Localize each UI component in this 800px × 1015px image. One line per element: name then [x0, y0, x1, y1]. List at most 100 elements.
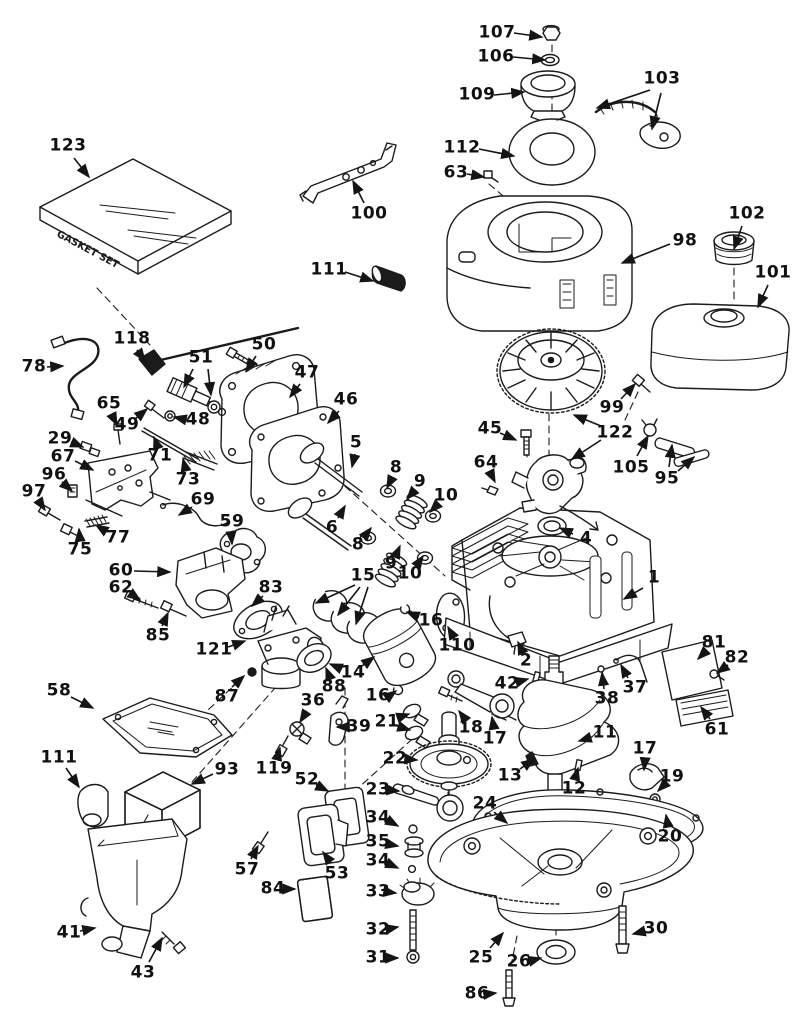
- leader-line-75: [74, 527, 86, 543]
- part-callout-34: 34: [365, 807, 391, 828]
- breather-body-53: [297, 803, 349, 867]
- part-callout-46: 46: [333, 389, 359, 410]
- part-callout-81: 81: [701, 632, 727, 653]
- part-callout-11: 11: [592, 722, 618, 743]
- part-callout-118: 118: [113, 328, 151, 349]
- leader-line-16: [405, 611, 421, 623]
- leader-line-4: [558, 527, 574, 539]
- part-callout-121: 121: [195, 639, 233, 660]
- leader-line-51: [203, 368, 216, 397]
- part-callout-18: 18: [458, 717, 484, 738]
- leader-line-50: [245, 355, 258, 373]
- leader-line-93: [190, 773, 214, 785]
- leader-line-37: [620, 663, 632, 679]
- leader-line-38: [598, 671, 610, 690]
- leader-line-111: [65, 767, 80, 789]
- leader-line-15: [337, 586, 361, 617]
- part-callout-4: 4: [579, 528, 593, 549]
- leader-line-63: [466, 169, 486, 181]
- part-callout-24: 24: [472, 793, 498, 814]
- part-callout-111: 111: [310, 259, 348, 280]
- leader-line-98: [620, 243, 671, 264]
- leader-line-36: [299, 708, 312, 724]
- carburetor: [257, 605, 326, 690]
- part-callout-67: 67: [50, 446, 76, 467]
- part-callout-73: 73: [175, 469, 201, 490]
- reed-gasket-84: [296, 875, 334, 923]
- governor-link-37: [613, 654, 648, 683]
- part-callout-30: 30: [643, 918, 669, 939]
- starter-nut: [542, 24, 561, 41]
- part-callout-123: 123: [49, 135, 87, 156]
- part-callout-82: 82: [724, 647, 750, 668]
- part-callout-19: 19: [659, 766, 685, 787]
- leader-line-10: [411, 554, 424, 570]
- screw-65: [113, 423, 123, 445]
- part-callout-75: 75: [67, 539, 93, 560]
- leader-line-15: [354, 586, 369, 626]
- leader-line-57: [247, 844, 259, 860]
- leader-line-6: [333, 504, 346, 520]
- part-callout-103: 103: [643, 68, 681, 89]
- leader-line-17: [639, 756, 651, 772]
- pan-bolt-86: [502, 969, 516, 1007]
- intake-valve: [299, 442, 363, 497]
- clip-64: [481, 485, 499, 496]
- leader-line-103: [595, 89, 651, 110]
- part-callout-84: 84: [260, 878, 286, 899]
- leader-line-20: [662, 813, 674, 829]
- screw-75: [59, 522, 83, 539]
- part-callout-33: 33: [365, 881, 391, 902]
- part-callout-16: 16: [365, 685, 391, 706]
- part-callout-23: 23: [365, 779, 391, 800]
- piston: [362, 608, 437, 687]
- carb-flange-gasket-88: [296, 643, 332, 673]
- part-callout-112: 112: [443, 137, 481, 158]
- part-callout-85: 85: [145, 625, 171, 646]
- clip-29: [79, 440, 101, 458]
- part-callout-69: 69: [190, 489, 216, 510]
- leader-line-21: [396, 720, 412, 732]
- air-cleaner-body: [80, 818, 188, 959]
- part-callout-25: 25: [468, 947, 494, 968]
- leader-line-82: [715, 660, 731, 674]
- part-callout-36: 36: [300, 690, 326, 711]
- leader-line-9: [405, 485, 420, 501]
- part-callout-37: 37: [622, 677, 648, 698]
- part-callout-1: 1: [647, 567, 661, 588]
- leader-line-111: [344, 271, 375, 283]
- leader-line-95: [664, 443, 676, 468]
- flywheel: [496, 328, 606, 414]
- leader-line-61: [700, 705, 714, 721]
- leader-line-13: [519, 758, 536, 771]
- leader-line-101: [757, 284, 769, 309]
- part-callout-14: 14: [340, 662, 366, 683]
- part-callout-83: 83: [258, 577, 284, 598]
- leader-line-46: [326, 409, 341, 425]
- intake-elbow: [175, 547, 246, 619]
- part-callout-8: 8: [389, 457, 403, 478]
- leader-line-51: [183, 368, 195, 389]
- oil-pump-arm: [392, 783, 464, 822]
- leader-line-41: [79, 925, 97, 937]
- leader-line-2: [517, 640, 529, 656]
- part-callout-77: 77: [105, 527, 131, 548]
- leader-line-122: [572, 414, 602, 427]
- part-callout-9: 9: [384, 553, 398, 574]
- carb-ball-87: [247, 667, 257, 677]
- leader-line-9: [389, 544, 401, 560]
- hose-clamp-105: [641, 418, 658, 437]
- leader-line-18: [458, 709, 472, 725]
- leader-line-42: [514, 676, 530, 688]
- part-callout-22: 22: [382, 748, 408, 769]
- governor-shaft-nut: [406, 950, 420, 964]
- part-callout-98: 98: [672, 230, 698, 251]
- lower-oil-seal: [536, 939, 576, 965]
- leader-line-99: [620, 382, 637, 400]
- part-callout-122: 122: [596, 422, 634, 443]
- part-callout-62: 62: [108, 577, 134, 598]
- screw-43: [161, 931, 187, 955]
- part-callout-65: 65: [96, 393, 122, 414]
